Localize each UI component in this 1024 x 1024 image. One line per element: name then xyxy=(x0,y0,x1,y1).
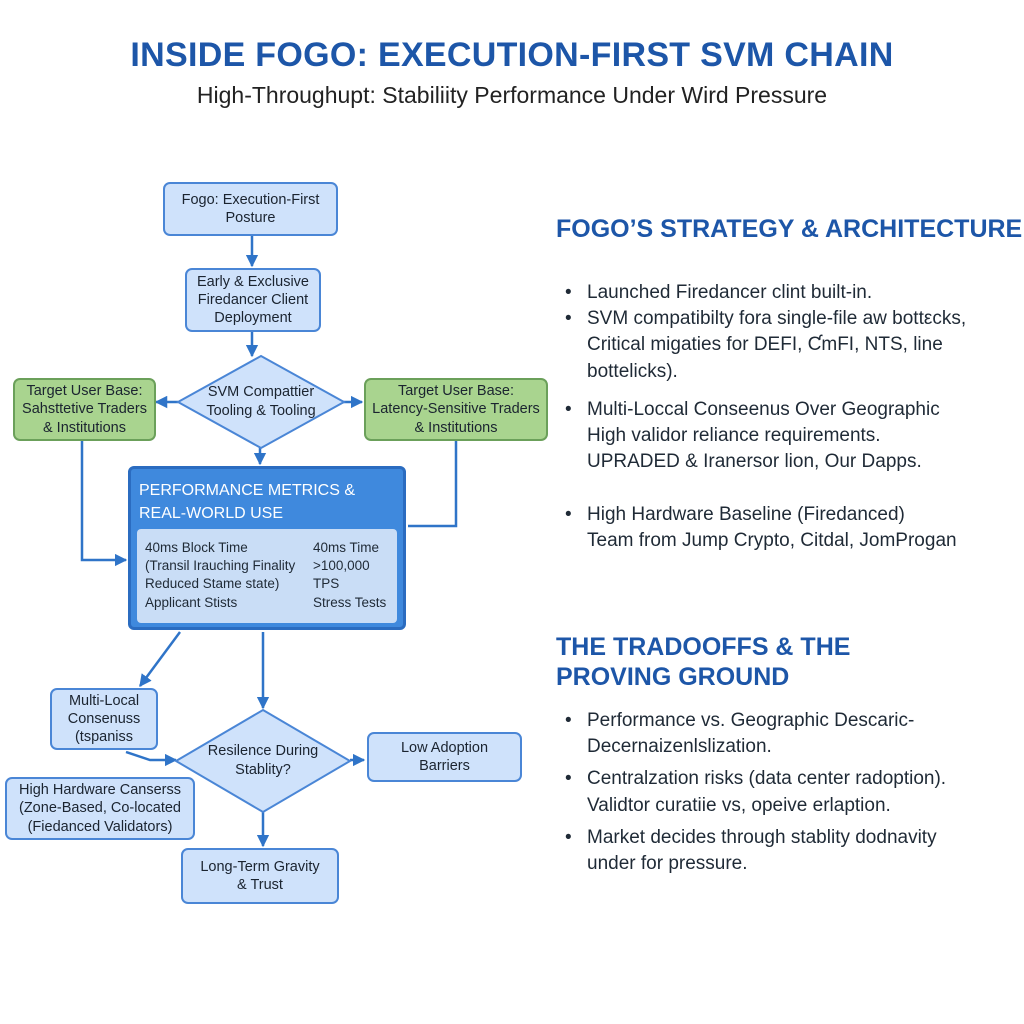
node-execution-first-posture: Fogo: Execution-First Posture xyxy=(163,182,338,236)
strategy-bullet: SVM compatibilty fora single-file aw bot… xyxy=(563,306,1003,385)
strategy-bullet: Multi-Loccal Conseenus Over Geographic H… xyxy=(563,397,1003,476)
node-multi-local-consensus: Multi-Local Consenuss (tspaniss xyxy=(50,688,158,750)
node-target-user-base-left: Target User Base: Sahsttetive Traders & … xyxy=(13,378,156,441)
subtitle: High-Throughupt: Stabiliity Performance … xyxy=(196,82,828,108)
svm-compatibility-diamond xyxy=(175,354,347,450)
arrow-right-to-metrics xyxy=(408,440,458,528)
tradeoffs-bullets: Performance vs. Geographic Descaric- Dec… xyxy=(563,708,1003,877)
strategy-heading: FOGO’S STRATEGY & ARCHITECTURE xyxy=(556,215,1023,243)
main-title: INSIDE FOGO: EXECUTION-FIRST SVM CHAIN xyxy=(130,36,894,74)
metrics-title: PERFORMANCE METRICS & REAL-WORLD USE xyxy=(139,482,356,523)
diamond-resilience-label: Resilence During Stablity? xyxy=(207,743,319,778)
arrow-multilocal-to-resilience xyxy=(125,750,178,767)
diamond-svm-label: SVM Compattier Tooling & Tooling xyxy=(206,384,316,419)
node-low-adoption-barriers: Low Adoption Barriers xyxy=(367,732,522,782)
tradeoffs-bullet: Performance vs. Geographic Descaric- Dec… xyxy=(563,708,1003,760)
strategy-bullet: High Hardware Baseline (Firedanced) Team… xyxy=(563,502,1003,554)
metrics-left-column: 40ms Block Time (Transil Irauching Final… xyxy=(145,540,296,610)
strategy-bullet: Launched Firedancer clint built-in. xyxy=(563,280,1003,306)
performance-metrics-panel: PERFORMANCE METRICS & REAL-WORLD USE 40m… xyxy=(128,466,406,630)
node-target-user-base-right: Target User Base: Latency-Sensitive Trad… xyxy=(364,378,548,441)
arrow-metrics-to-multilocal xyxy=(138,631,182,688)
node-high-hardware-consensus: High Hardware Canserss (Zone-Based, Co-l… xyxy=(5,777,195,840)
node-long-term-gravity: Long-Term Gravity & Trust xyxy=(181,848,339,904)
resilience-diamond xyxy=(174,708,352,814)
strategy-bullets: Launched Firedancer clint built-in. SVM … xyxy=(563,280,1003,554)
tradeoffs-heading: THE TRADOOFFS & THE PROVING GROUND xyxy=(556,633,851,691)
metrics-details: 40ms Block Time (Transil Irauching Final… xyxy=(137,529,397,623)
tradeoffs-bullet: Centralzation risks (data center radopti… xyxy=(563,766,1003,818)
node-firedancer-deployment: Early & Exclusive Firedancer Client Depl… xyxy=(185,268,321,332)
tradeoffs-bullet: Market decides through stablity dodnavit… xyxy=(563,825,1003,877)
arrow-left-to-metrics xyxy=(80,440,128,567)
metrics-right-column: 40ms Time >100,000 TPS Stress Tests xyxy=(313,540,387,610)
